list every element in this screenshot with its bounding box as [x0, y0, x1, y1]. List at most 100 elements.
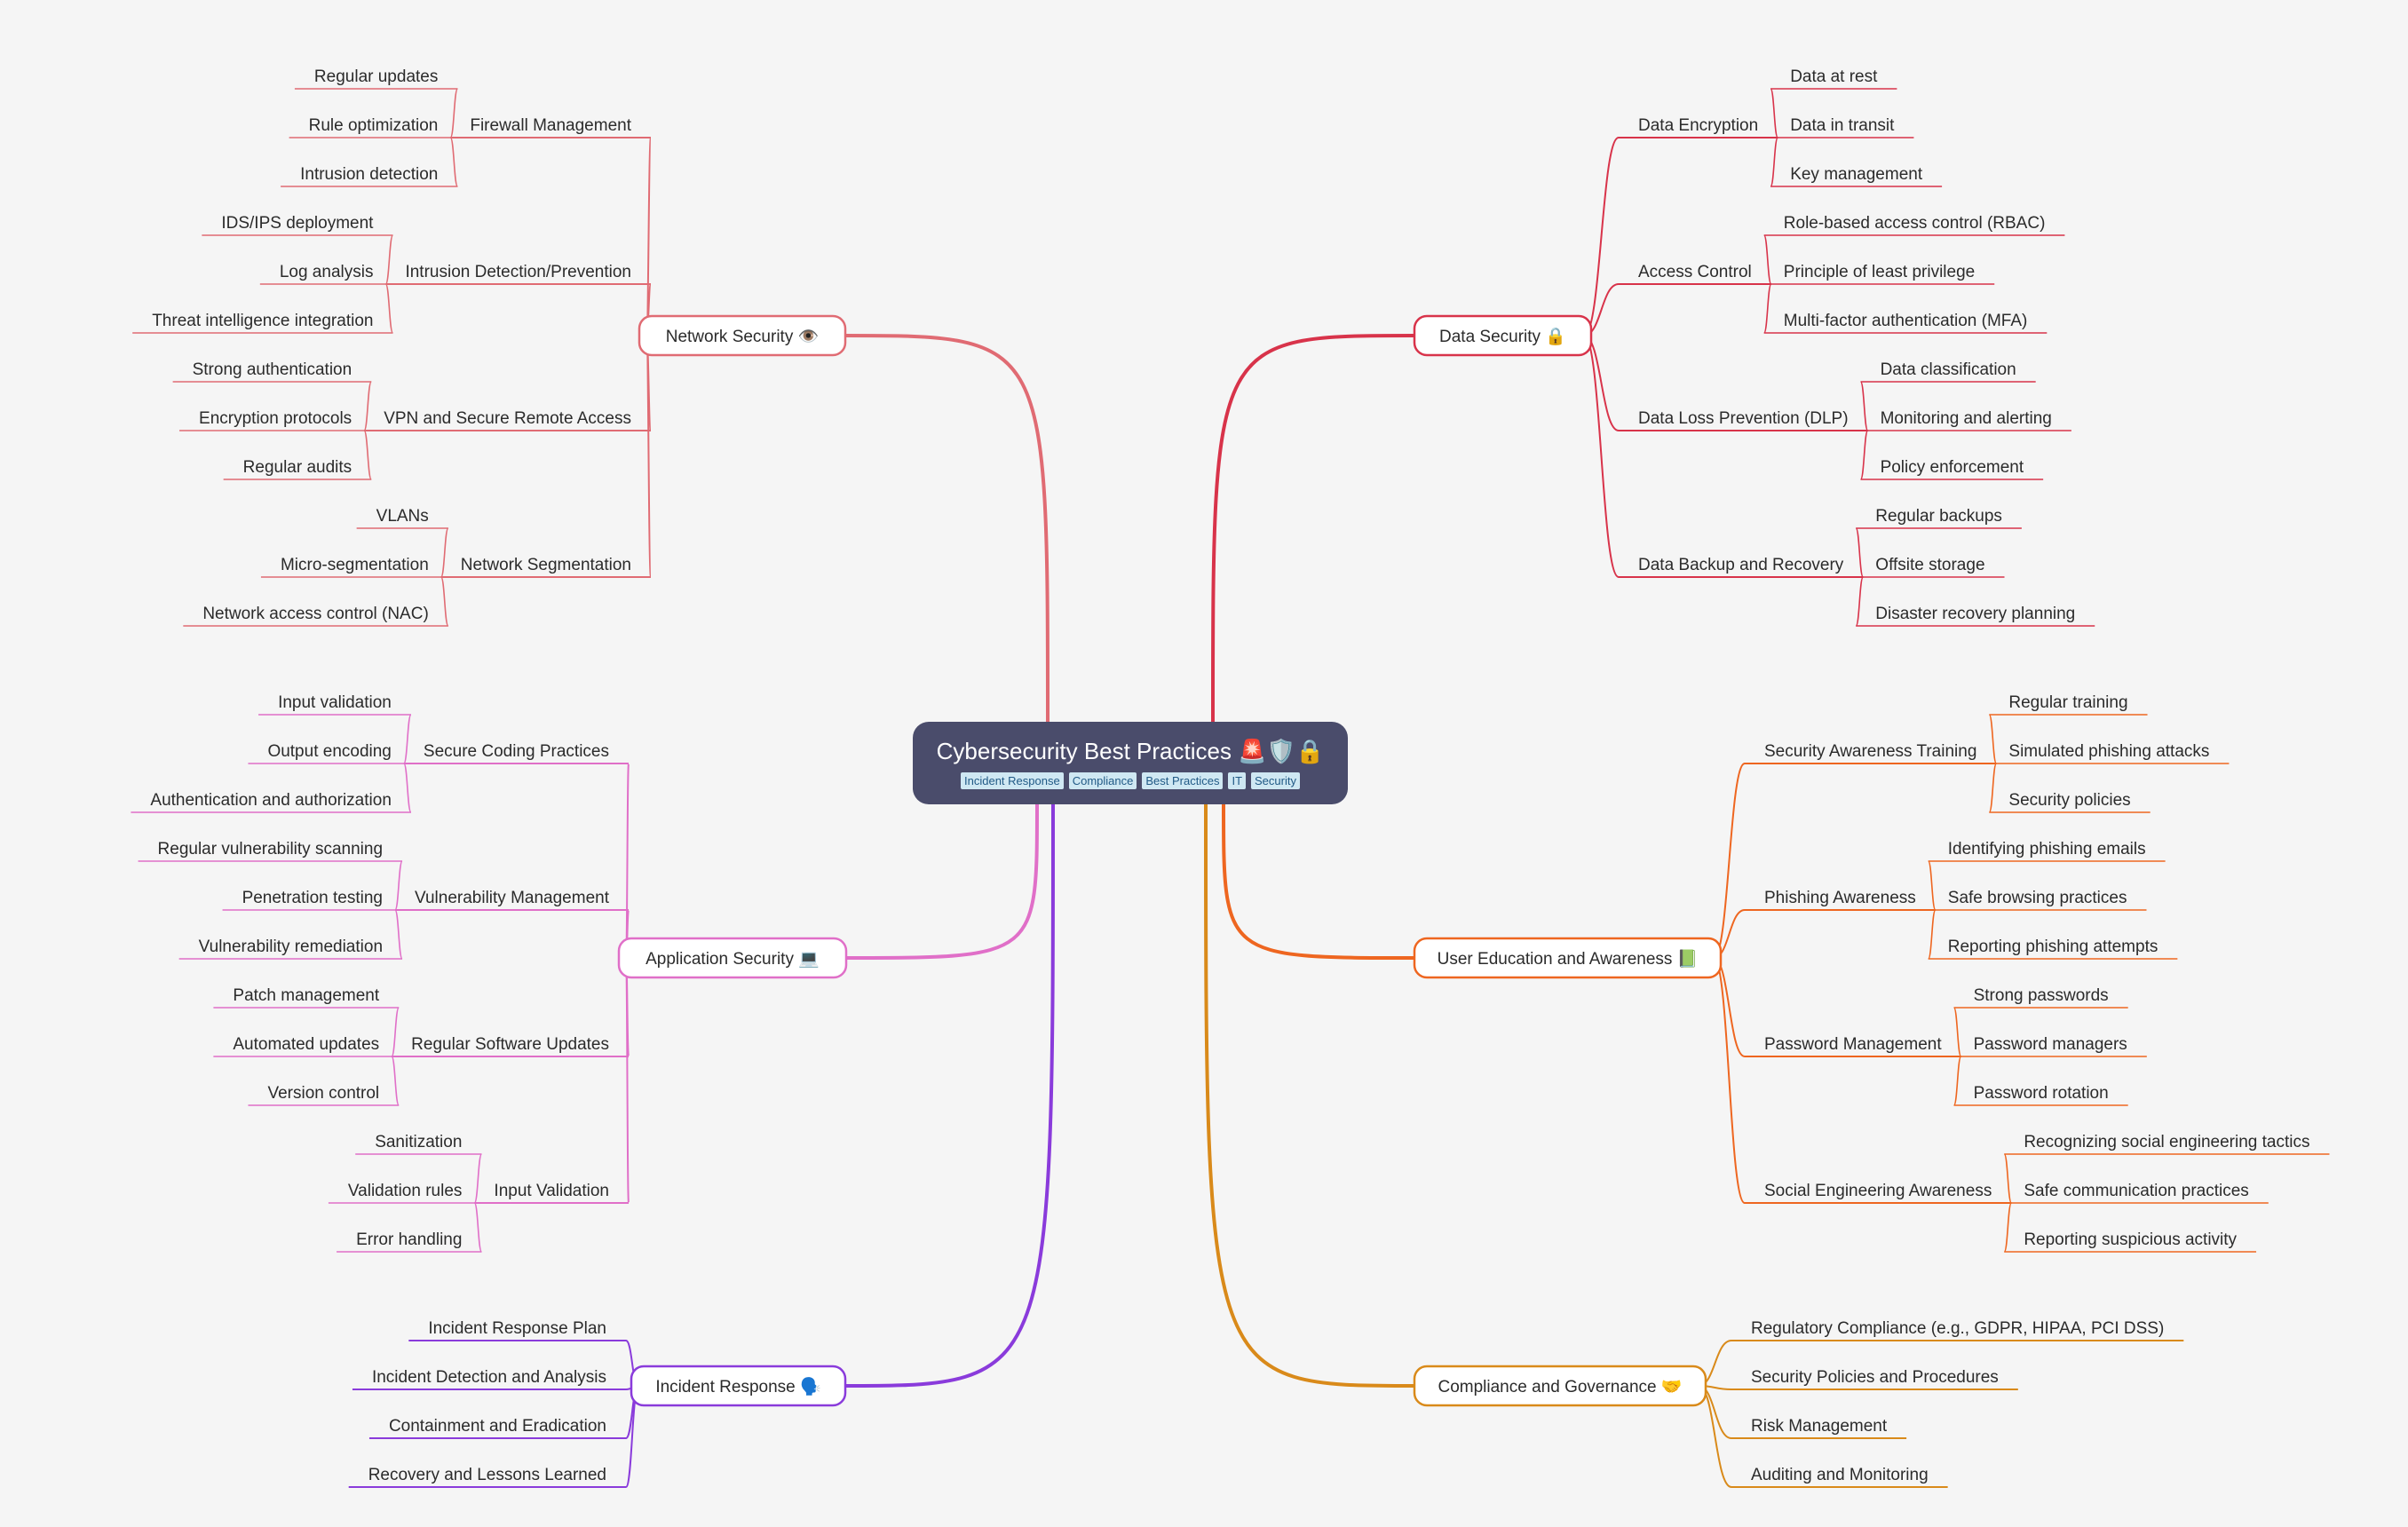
root-node[interactable]: Cybersecurity Best Practices 🚨🛡️🔒 Incide… — [913, 722, 1348, 804]
node-containment-and-eradication[interactable]: Containment and Eradication — [389, 1417, 606, 1436]
leaf-network-access-control-nac[interactable]: Network access control (NAC) — [202, 605, 428, 623]
leaf-principle-of-least-privilege[interactable]: Principle of least privilege — [1784, 263, 1975, 281]
leaf-version-control[interactable]: Version control — [267, 1084, 379, 1103]
leaf-safe-browsing-practices[interactable]: Safe browsing practices — [1948, 889, 2127, 907]
leaf-regular-updates[interactable]: Regular updates — [314, 67, 438, 86]
tag-security[interactable]: Security — [1251, 771, 1300, 789]
node-security-awareness-training[interactable]: Security Awareness Training — [1764, 742, 1976, 761]
leaf-regular-audits[interactable]: Regular audits — [243, 458, 352, 477]
node-regular-software-updates[interactable]: Regular Software Updates — [411, 1035, 609, 1054]
leaf-strong-passwords[interactable]: Strong passwords — [1974, 986, 2109, 1005]
leaf-reporting-suspicious-activity[interactable]: Reporting suspicious activity — [2024, 1230, 2237, 1249]
leaf-micro-segmentation[interactable]: Micro-segmentation — [281, 556, 429, 574]
leaf-password-rotation[interactable]: Password rotation — [1974, 1084, 2109, 1103]
node-incident-detection-and-analysis[interactable]: Incident Detection and Analysis — [372, 1368, 606, 1387]
connector-secure-coding-practices-authentication-and-authorization — [403, 763, 412, 813]
tag-it[interactable]: IT — [1228, 771, 1247, 789]
node-risk-management[interactable]: Risk Management — [1751, 1417, 1888, 1436]
connector-secure-coding-practices-input-validation — [403, 714, 412, 764]
node-recovery-and-lessons-learned[interactable]: Recovery and Lessons Learned — [368, 1466, 606, 1484]
leaf-rule-optimization[interactable]: Rule optimization — [309, 116, 439, 135]
leaf-security-policies[interactable]: Security policies — [2008, 791, 2130, 810]
branch-education-box[interactable] — [1413, 937, 1723, 979]
leaf-regular-vulnerability-scanning[interactable]: Regular vulnerability scanning — [158, 840, 383, 858]
node-password-management[interactable]: Password Management — [1764, 1035, 1942, 1054]
leaf-safe-communication-practices[interactable]: Safe communication practices — [2024, 1182, 2248, 1200]
leaf-data-classification[interactable]: Data classification — [1881, 360, 2016, 379]
connector-root-compliance — [1204, 803, 1415, 1388]
node-vulnerability-management[interactable]: Vulnerability Management — [415, 889, 610, 907]
leaf-regular-backups[interactable]: Regular backups — [1875, 507, 2002, 526]
connector-layer — [131, 88, 2330, 1488]
node-data-encryption[interactable]: Data Encryption — [1638, 116, 1758, 135]
node-data-backup-and-recovery[interactable]: Data Backup and Recovery — [1638, 556, 1844, 574]
node-intrusion-detection-prevention[interactable]: Intrusion Detection/Prevention — [405, 263, 631, 281]
leaf-recognizing-social-engineering-tactics[interactable]: Recognizing social engineering tactics — [2024, 1133, 2309, 1151]
branch-compliance-box[interactable] — [1413, 1365, 1707, 1407]
node-data-loss-prevention-dlp[interactable]: Data Loss Prevention (DLP) — [1638, 409, 1849, 428]
node-social-engineering-awareness[interactable]: Social Engineering Awareness — [1764, 1182, 1992, 1200]
leaf-policy-enforcement[interactable]: Policy enforcement — [1881, 458, 2024, 477]
leaf-identifying-phishing-emails[interactable]: Identifying phishing emails — [1948, 840, 2146, 858]
leaf-disaster-recovery-planning[interactable]: Disaster recovery planning — [1875, 605, 2075, 623]
leaf-threat-intelligence-integration[interactable]: Threat intelligence integration — [152, 312, 373, 330]
leaf-ids-ips-deployment[interactable]: IDS/IPS deployment — [221, 214, 374, 233]
node-vpn-and-secure-remote-access[interactable]: VPN and Secure Remote Access — [384, 409, 631, 428]
leaf-log-analysis[interactable]: Log analysis — [280, 263, 374, 281]
connector-data-backup-and-recovery-disaster-recovery-planning — [1855, 576, 1865, 627]
leaf-intrusion-detection[interactable]: Intrusion detection — [300, 165, 438, 184]
leaf-vulnerability-remediation[interactable]: Vulnerability remediation — [199, 938, 383, 956]
connector-data-encryption-key-management — [1770, 137, 1778, 187]
branch-data-box[interactable] — [1413, 314, 1593, 357]
connector-access-control-multi-factor-authentication-mfa — [1762, 283, 1772, 334]
leaf-data-in-transit[interactable]: Data in transit — [1790, 116, 1895, 135]
leaf-simulated-phishing-attacks[interactable]: Simulated phishing attacks — [2008, 742, 2209, 761]
node-regulatory-compliance-e-g-gdpr-hipaa-pci-dss[interactable]: Regulatory Compliance (e.g., GDPR, HIPAA… — [1751, 1319, 2164, 1338]
connector-password-management-strong-passwords — [1953, 1007, 1962, 1057]
branch-application-box[interactable] — [617, 937, 848, 979]
leaf-validation-rules[interactable]: Validation rules — [348, 1182, 463, 1200]
leaf-encryption-protocols[interactable]: Encryption protocols — [199, 409, 352, 428]
leaf-offsite-storage[interactable]: Offsite storage — [1875, 556, 1984, 574]
leaf-authentication-and-authorization[interactable]: Authentication and authorization — [150, 791, 391, 810]
leaf-reporting-phishing-attempts[interactable]: Reporting phishing attempts — [1948, 938, 2158, 956]
branch-network-box[interactable] — [638, 314, 847, 357]
node-security-policies-and-procedures[interactable]: Security Policies and Procedures — [1751, 1368, 1999, 1387]
leaf-sanitization[interactable]: Sanitization — [375, 1133, 462, 1151]
node-access-control[interactable]: Access Control — [1638, 263, 1752, 281]
node-auditing-and-monitoring[interactable]: Auditing and Monitoring — [1751, 1466, 1929, 1484]
connector-firewall-management-regular-updates — [449, 88, 459, 138]
leaf-strong-authentication[interactable]: Strong authentication — [193, 360, 352, 379]
leaf-error-handling[interactable]: Error handling — [356, 1230, 462, 1249]
tag-best-practices[interactable]: Best Practices — [1142, 771, 1224, 789]
connector-root-data — [1211, 334, 1415, 723]
leaf-vlans[interactable]: VLANs — [376, 507, 429, 526]
connector-root-incident — [844, 803, 1055, 1388]
leaf-regular-training[interactable]: Regular training — [2008, 693, 2127, 712]
leaf-output-encoding[interactable]: Output encoding — [267, 742, 391, 761]
leaf-input-validation[interactable]: Input validation — [278, 693, 392, 712]
branch-incident-label: Incident Response 🗣️ — [655, 1376, 820, 1396]
leaf-data-at-rest[interactable]: Data at rest — [1790, 67, 1878, 86]
leaf-multi-factor-authentication-mfa[interactable]: Multi-factor authentication (MFA) — [1784, 312, 2028, 330]
tag-incident-response[interactable]: Incident Response — [961, 771, 1064, 789]
leaf-penetration-testing[interactable]: Penetration testing — [242, 889, 383, 907]
leaf-key-management[interactable]: Key management — [1790, 165, 1923, 184]
node-network-segmentation[interactable]: Network Segmentation — [461, 556, 631, 574]
leaf-monitoring-and-alerting[interactable]: Monitoring and alerting — [1881, 409, 2052, 428]
node-secure-coding-practices[interactable]: Secure Coding Practices — [424, 742, 609, 761]
node-firewall-management[interactable]: Firewall Management — [470, 116, 631, 135]
node-input-validation[interactable]: Input Validation — [494, 1182, 609, 1200]
node-phishing-awareness[interactable]: Phishing Awareness — [1764, 889, 1916, 907]
leaf-automated-updates[interactable]: Automated updates — [233, 1035, 379, 1054]
tag-compliance[interactable]: Compliance — [1068, 771, 1137, 789]
leaf-password-managers[interactable]: Password managers — [1974, 1035, 2127, 1054]
connector-data-data-backup-and-recovery — [1583, 335, 1620, 578]
leaf-patch-management[interactable]: Patch management — [233, 986, 379, 1005]
node-incident-response-plan[interactable]: Incident Response Plan — [428, 1319, 606, 1338]
leaf-role-based-access-control-rbac[interactable]: Role-based access control (RBAC) — [1784, 214, 2046, 233]
branch-data-label: Data Security 🔒 — [1439, 327, 1566, 346]
branch-incident-box[interactable] — [630, 1365, 847, 1407]
